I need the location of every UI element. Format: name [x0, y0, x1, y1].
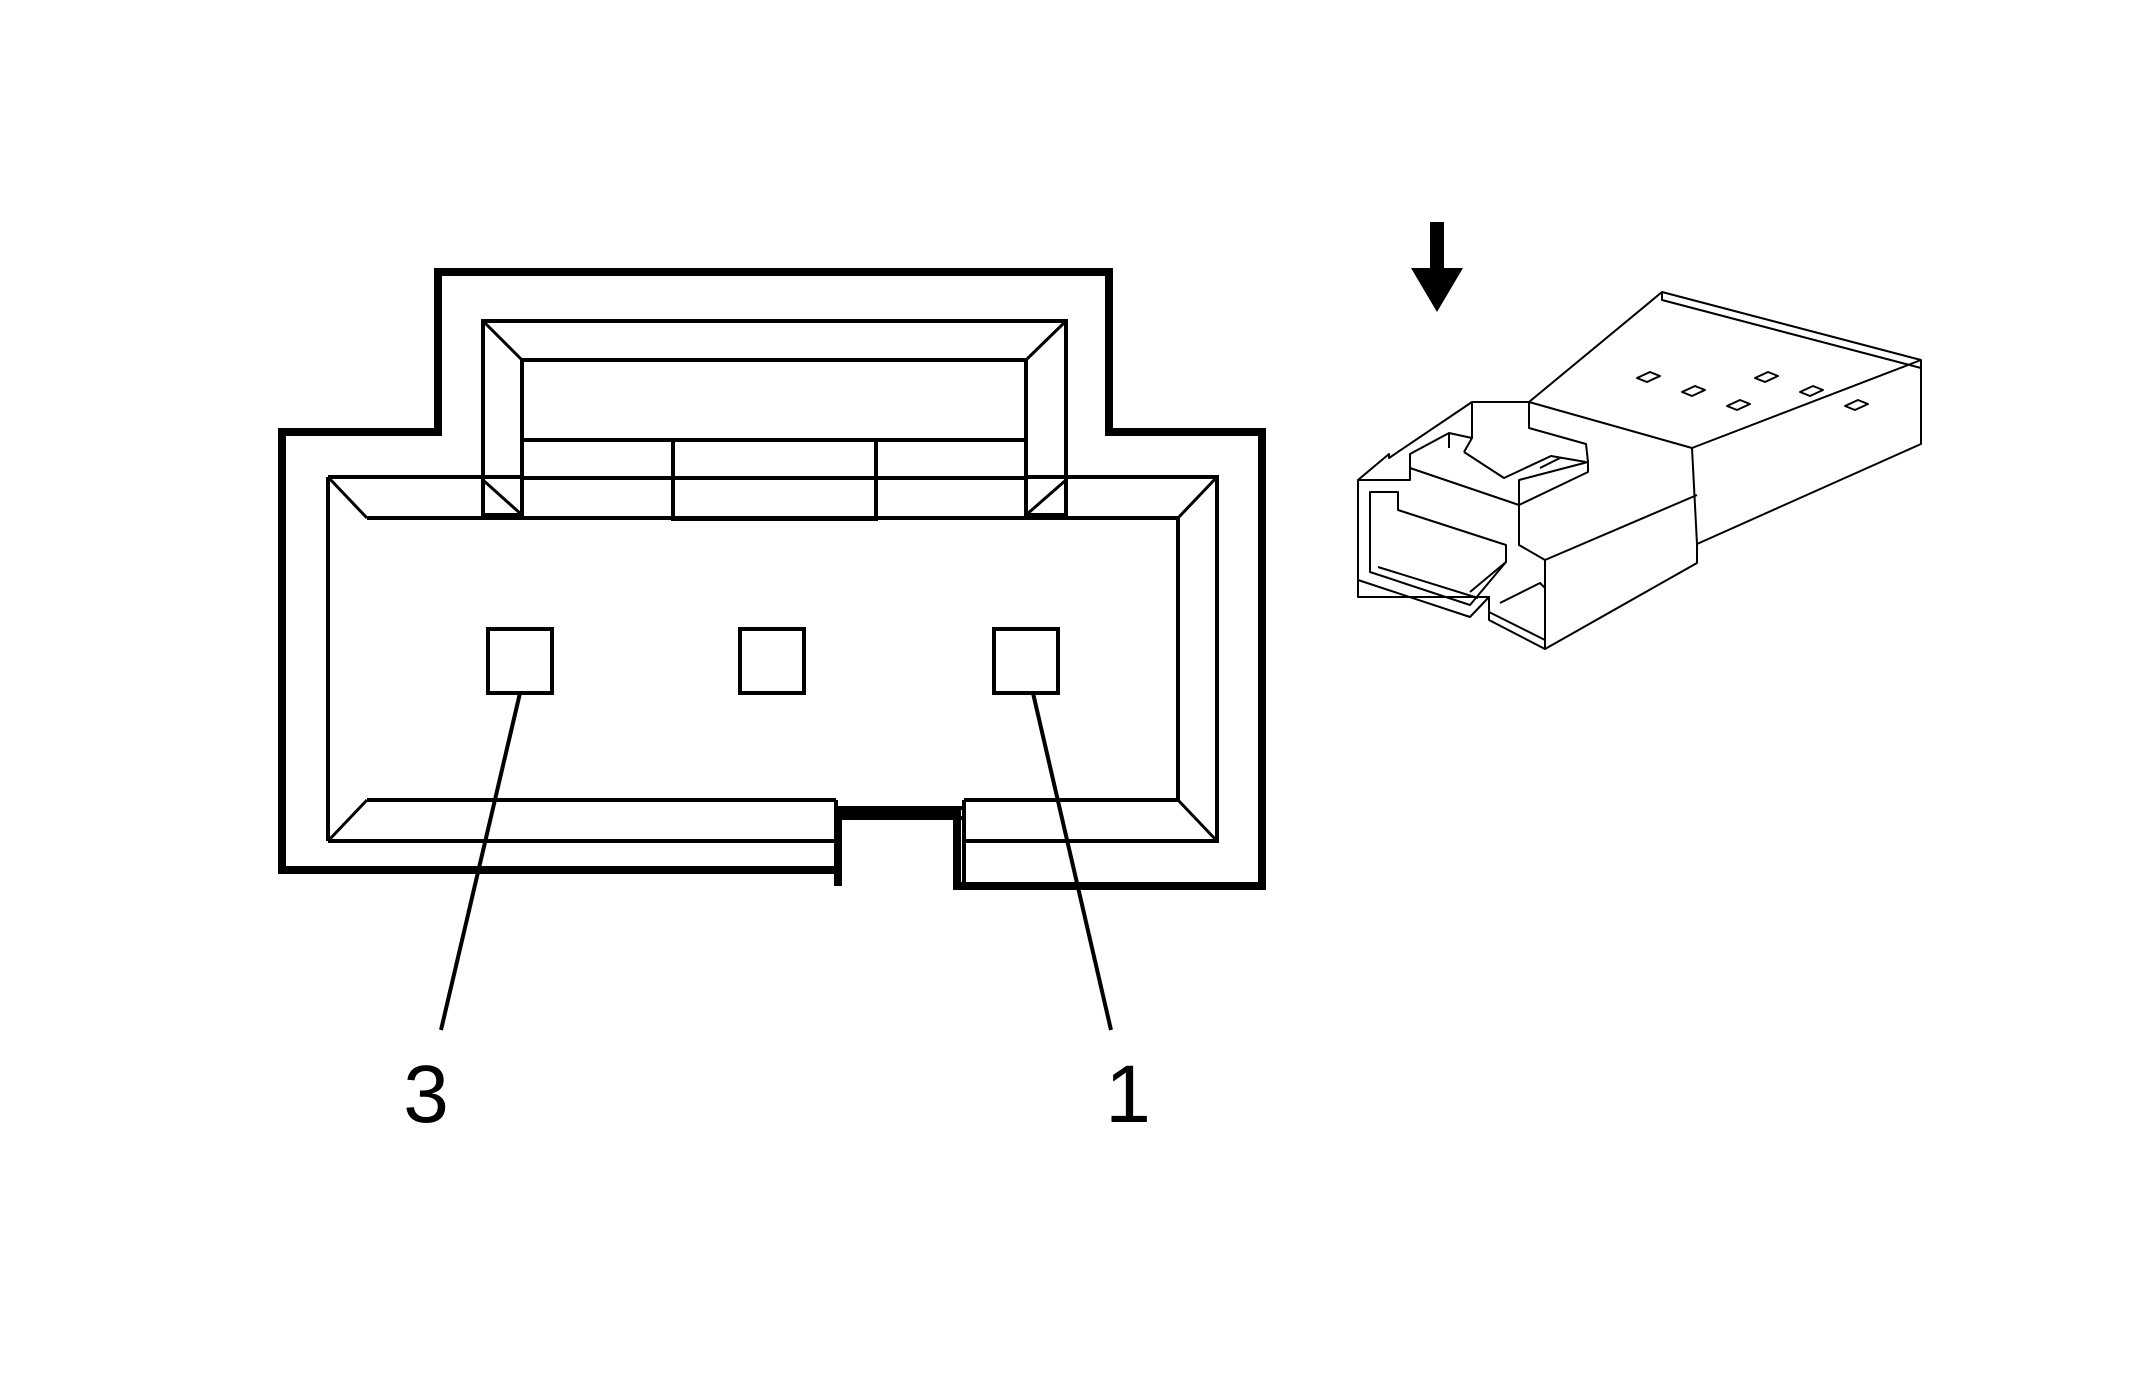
leader-line-pin-1	[1031, 692, 1113, 1031]
connector-face-view	[278, 268, 1266, 1031]
connector-isometric-view	[1357, 291, 1922, 650]
latch-bevel-tr	[1024, 319, 1068, 362]
latch-frame-outer	[481, 319, 1068, 517]
cavity-bevel-tl	[326, 475, 369, 520]
pin-label-1: 1	[1105, 1049, 1151, 1140]
leader-line-pin-3	[439, 692, 522, 1031]
cavity-bevel-tr	[1176, 475, 1219, 520]
terminal-cavity-3	[486, 627, 554, 695]
latch-bevel-br	[1025, 478, 1067, 517]
latch-hook	[1471, 402, 1589, 463]
terminal-cavity-1	[992, 627, 1060, 695]
mating-end-inner-shelf	[1377, 561, 1507, 599]
arrow-down-icon	[1411, 222, 1463, 312]
mating-end-frame	[1357, 467, 1546, 618]
cavity-frame-inner	[367, 516, 1180, 802]
mating-end-opening	[1369, 491, 1507, 606]
cavity-bevel-br	[1176, 798, 1219, 843]
latch-segments	[522, 438, 1026, 521]
key-slot	[834, 800, 1217, 886]
pin-label-3: 3	[403, 1049, 449, 1140]
terminal-cavity-2	[738, 627, 806, 695]
connector-body-step	[1544, 494, 1698, 649]
latch-bevel-tl	[481, 319, 524, 362]
cavity-bevel-bl	[326, 798, 369, 843]
latch-tongue	[1409, 432, 1589, 506]
cavity-frame-outer	[328, 475, 1219, 843]
housing-outer-outline	[278, 268, 1266, 890]
rear-ridge	[1661, 292, 1922, 369]
connector-body-top-edge	[1528, 359, 1922, 449]
lower-notch	[1488, 582, 1546, 641]
latch-bevel-bl	[481, 478, 524, 517]
terminal-windows	[1636, 371, 1869, 411]
